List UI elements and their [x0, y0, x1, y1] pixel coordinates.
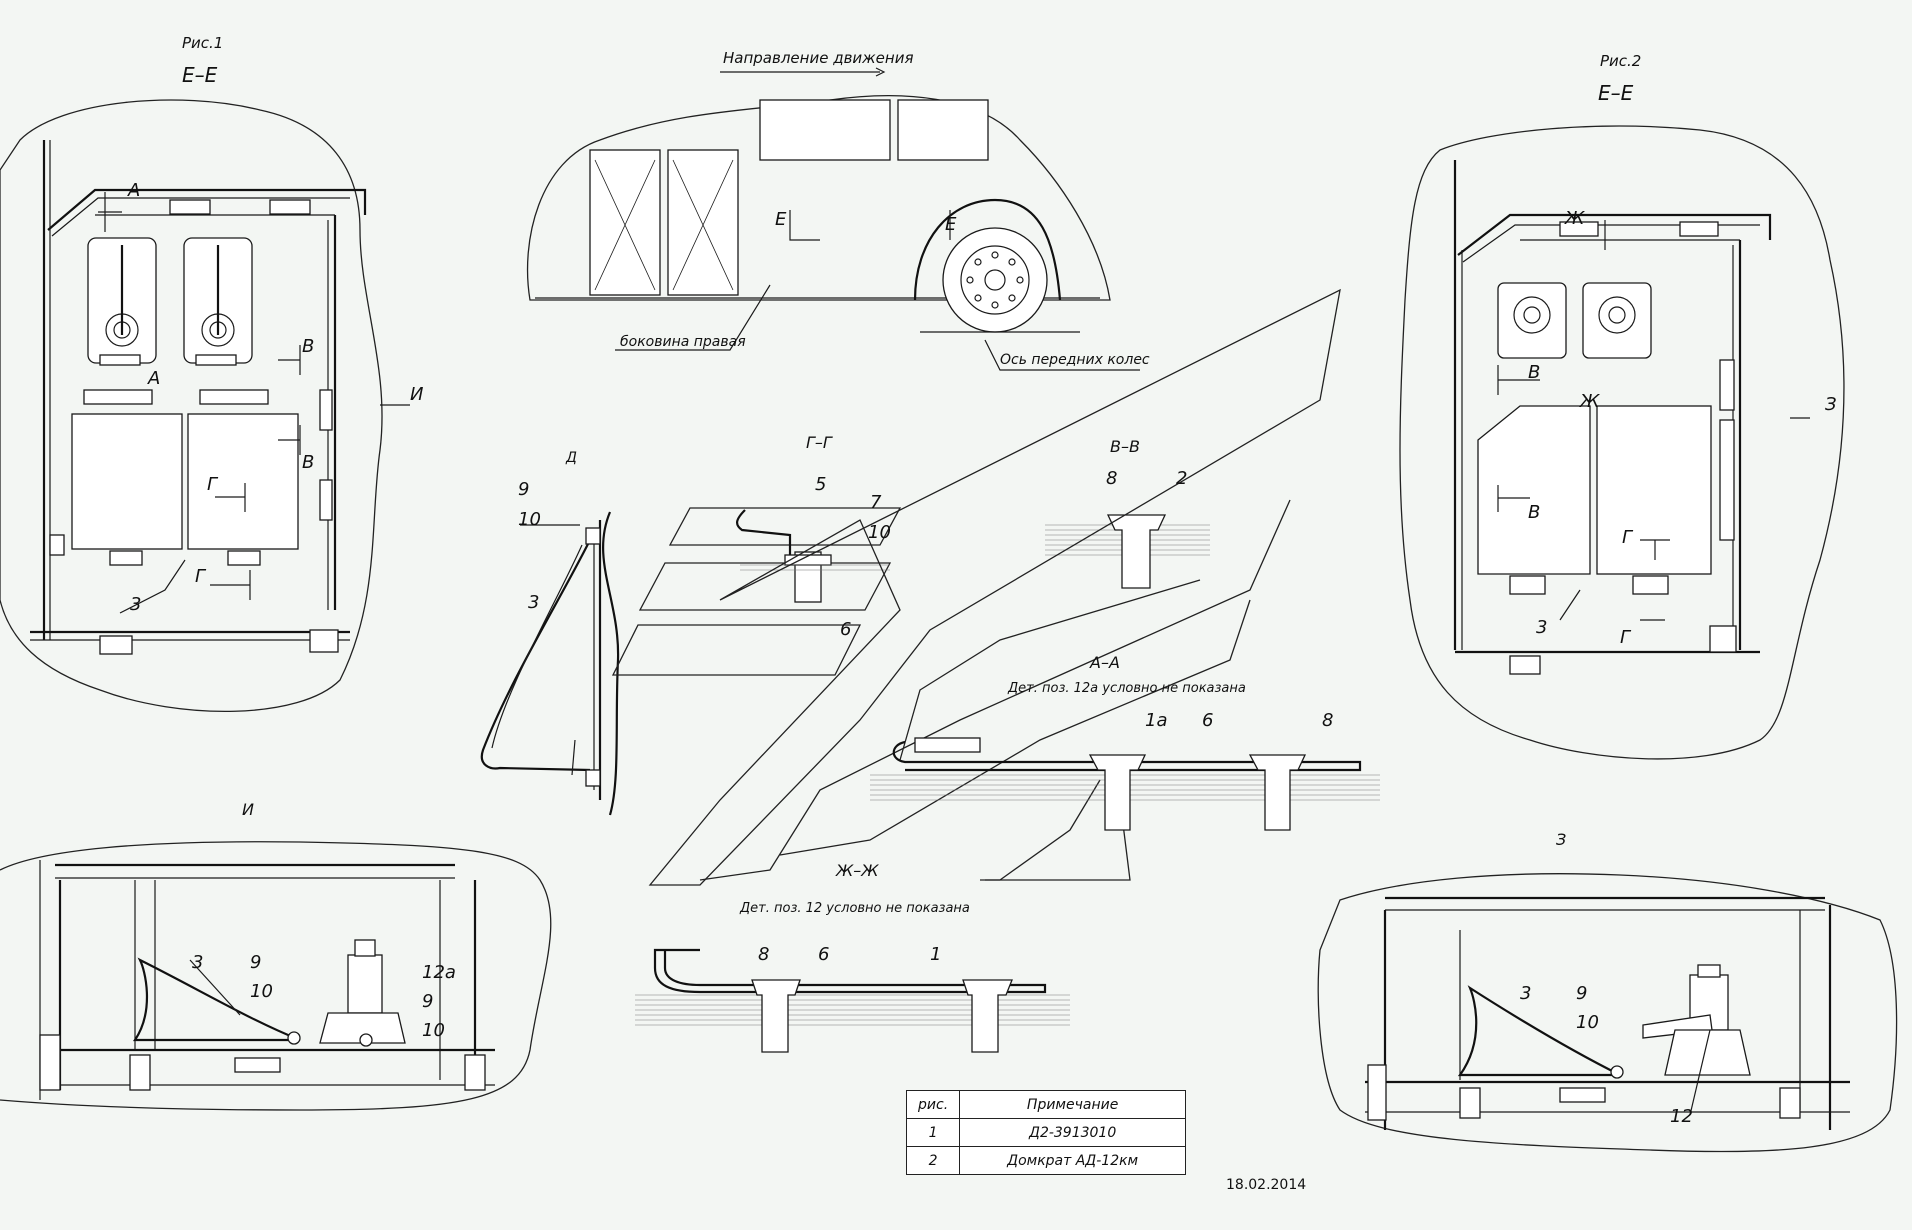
fig2-pos-3: 3: [1536, 617, 1547, 638]
view-d-pos-3: 3: [528, 592, 539, 613]
zhzh-pos-8: 8: [758, 944, 769, 965]
section-vv-title: В–В: [1110, 437, 1140, 456]
side-label: боковина правая: [620, 334, 746, 350]
table-row: 2 Домкрат АД-12км: [905, 1146, 1186, 1175]
table-cell-fig: 2: [905, 1146, 961, 1175]
label-e-wheel: Е: [945, 214, 957, 235]
section-v-v: [1045, 514, 1210, 589]
view-z-title: З: [1556, 830, 1566, 849]
view-d-pos-10: 10: [518, 509, 541, 530]
fig2-label-zh-top: Ж: [1564, 208, 1585, 229]
note-12a: Дет. поз. 12а условно не показана: [1007, 681, 1246, 696]
note-12: Дет. поз. 12 условно не показана: [739, 901, 970, 916]
z-pos-3: 3: [1520, 983, 1531, 1004]
i-pos-9b: 9: [422, 991, 433, 1012]
label-a-mid: А: [147, 368, 160, 389]
table-header-fig: рис.: [905, 1090, 961, 1119]
gg-pos-5: 5: [815, 474, 826, 495]
fig2-section-title: Е–Е: [1598, 81, 1634, 105]
z-pos-12: 12: [1670, 1106, 1693, 1127]
notes-table: рис. Примечание 1 Д2-3913010 2 Домкрат А…: [905, 1090, 1186, 1175]
gg-pos-10: 10: [868, 522, 891, 543]
section-zhzh-title: Ж–Ж: [835, 861, 879, 880]
section-g-g: [611, 507, 902, 676]
fig1-bracket-left: [87, 237, 157, 366]
section-zh-zh: [635, 948, 1070, 1053]
gg-pos-6: 6: [840, 619, 851, 640]
fig2-bracket-left: [1497, 282, 1567, 359]
i-pos-3: 3: [192, 952, 203, 973]
axle-label: Ось передних колес: [1000, 352, 1150, 368]
section-gg-title: Г–Г: [806, 433, 833, 452]
aa-pos-6: 6: [1202, 710, 1213, 731]
label-g-2: Г: [195, 566, 207, 587]
i-pos-9: 9: [250, 952, 261, 973]
fig2-label-g-2: Г: [1620, 627, 1632, 648]
fig1-pos-3: 3: [130, 594, 141, 615]
fig2-label-g-1: Г: [1622, 527, 1634, 548]
view-z: [1317, 873, 1898, 1153]
fig2-view: [1399, 125, 1845, 760]
guide-lines: [648, 288, 1341, 886]
table-row: 1 Д2-3913010: [905, 1118, 1186, 1147]
table-cell-note: Домкрат АД-12км: [959, 1146, 1186, 1175]
aa-pos-8: 8: [1322, 710, 1333, 731]
fig1-section-title: Е–Е: [182, 63, 218, 87]
aa-pos-1a: 1а: [1145, 710, 1167, 731]
label-i-arrow: И: [410, 384, 423, 405]
i-pos-10b: 10: [422, 1020, 445, 1041]
i-pos-12a: 12а: [422, 962, 456, 983]
table-cell-note: Д2-3913010: [959, 1118, 1186, 1147]
label-g-1: Г: [207, 474, 219, 495]
zhzh-pos-6: 6: [818, 944, 829, 965]
view-i-title: И: [242, 800, 254, 819]
fig2-label-v-2: В: [1528, 502, 1540, 523]
fig1-bracket-right: [183, 237, 253, 366]
view-d-pos-9: 9: [518, 479, 529, 500]
vv-pos-8: 8: [1106, 468, 1117, 489]
view-d-title: Д: [565, 450, 577, 466]
table-header-note: Примечание: [959, 1090, 1186, 1119]
gg-pos-7: 7: [870, 492, 882, 513]
fig2-caption: Рис.2: [1600, 52, 1641, 70]
label-v-1: В: [302, 336, 314, 357]
fig2-label-v-1: В: [1528, 362, 1540, 383]
table-cell-fig: 1: [905, 1118, 961, 1147]
label-v-2: В: [302, 452, 314, 473]
direction-label: Направление движения: [723, 49, 913, 67]
drawing-date: 18.02.2014: [1226, 1177, 1307, 1193]
fig1-caption: Рис.1: [182, 34, 223, 52]
fig2-label-zh: Ж: [1579, 391, 1600, 412]
z-pos-10: 10: [1576, 1012, 1599, 1033]
view-i: [0, 841, 552, 1111]
fig2-bracket-right: [1582, 282, 1652, 359]
bus-side-view: [526, 67, 1140, 371]
section-aa-title: А–А: [1089, 653, 1120, 672]
fig2-label-z: З: [1825, 394, 1837, 415]
label-a-top: А: [127, 180, 140, 201]
i-pos-10: 10: [250, 981, 273, 1002]
labels: Рис.1 Е–Е Направление движения боковина …: [127, 34, 1837, 1127]
label-e-bus: Е: [775, 209, 787, 230]
view-d: [480, 511, 620, 816]
zhzh-pos-1: 1: [930, 944, 941, 965]
fig1-view: [0, 99, 410, 713]
z-pos-9: 9: [1576, 983, 1587, 1004]
vv-pos-2: 2: [1176, 468, 1187, 489]
section-a-a: [870, 737, 1380, 831]
